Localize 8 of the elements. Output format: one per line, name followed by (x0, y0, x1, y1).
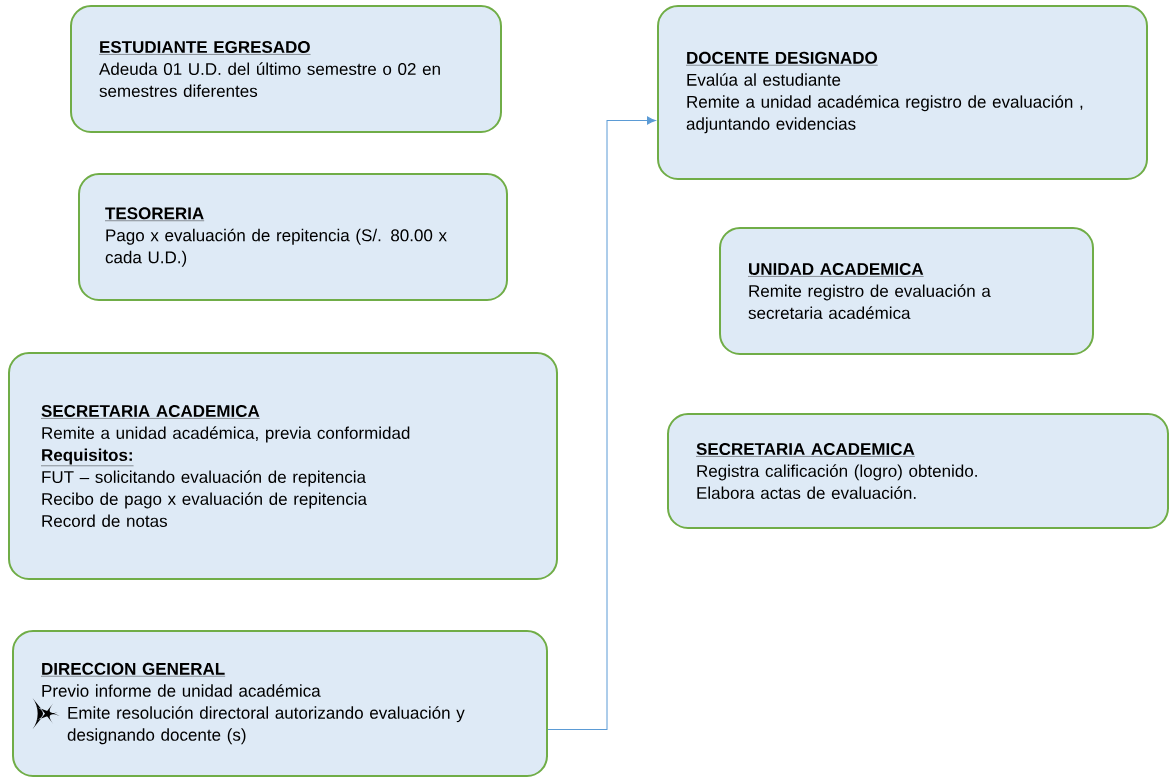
process-box: DOCENTE DESIGNADO Evalúa al estudiante Remite a unidad académica registro de evaluación , adjuntando evidencias (657, 5, 1148, 180)
process-box: UNIDAD ACADEMICA Remite registro de evaluación a secretaria académica (719, 227, 1094, 355)
process-box: SECRETARIA ACADEMICA Registra calificación (logro) obtenido. Elabora actas de evaluación. (667, 413, 1169, 529)
process-box: TESORERIA Pago x evaluación de repitencia (S/. 80.00 x cada U.D.) (78, 173, 508, 301)
process-box: SECRETARIA ACADEMICA Remite a unidad académica, previa conformidad Requisitos: FUT – solicitando evaluación de repitencia Recibo de pago x evaluación de repitencia Record de notas (8, 352, 558, 580)
connector-arrow (547, 116, 656, 730)
process-box: DIRECCION GENERAL Previo informe de unidad académica Emite resolución directoral autorizando evaluación y designando docente (s) (12, 630, 548, 777)
process-box: ESTUDIANTE EGRESADO Adeuda 01 U.D. del último semestre o 02 en semestres diferentes (70, 5, 502, 133)
